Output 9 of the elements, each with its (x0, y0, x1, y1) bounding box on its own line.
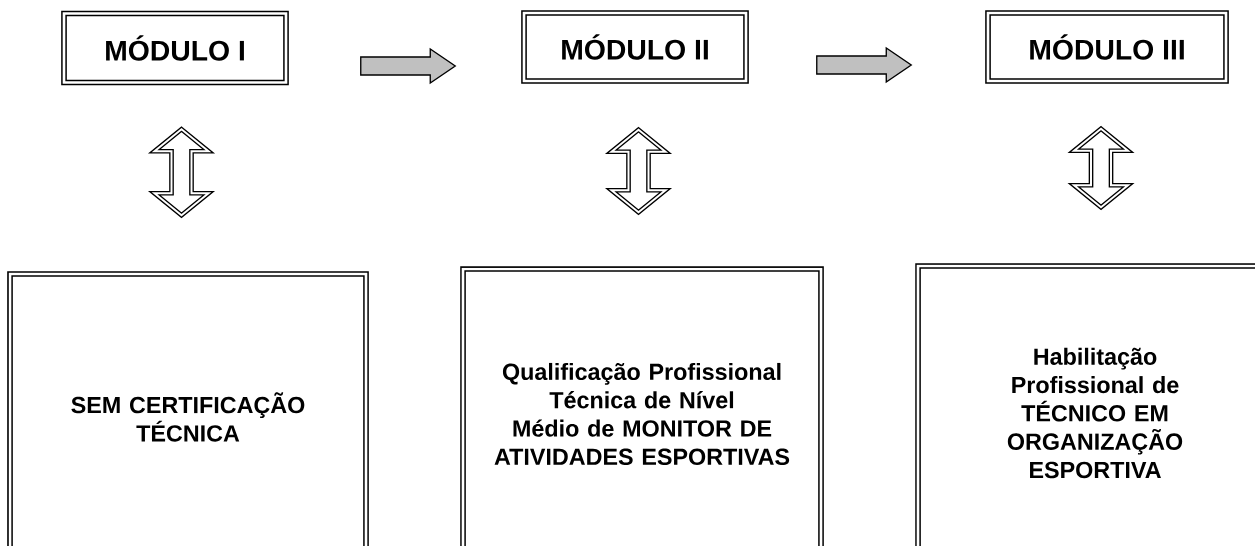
module-box: MÓDULO I (61, 10, 289, 86)
certificate-box: Qualificação Profissional Técnica de Nível Médio de MONITOR DE ATIVIDADES ESPORTIVAS (460, 266, 824, 546)
certificate-box: Habilitação Profissional de TÉCNICO EM ORGANIZAÇÃO ESPORTIVA (915, 263, 1255, 546)
block-arrow (360, 47, 457, 85)
module-box: MÓDULO II (521, 10, 749, 84)
module-box: MÓDULO III (985, 10, 1229, 84)
block-arrow (816, 46, 913, 84)
double-arrow (147, 126, 216, 219)
certificate-box: SEM CERTIFICAÇÃO TÉCNICA (7, 271, 369, 546)
